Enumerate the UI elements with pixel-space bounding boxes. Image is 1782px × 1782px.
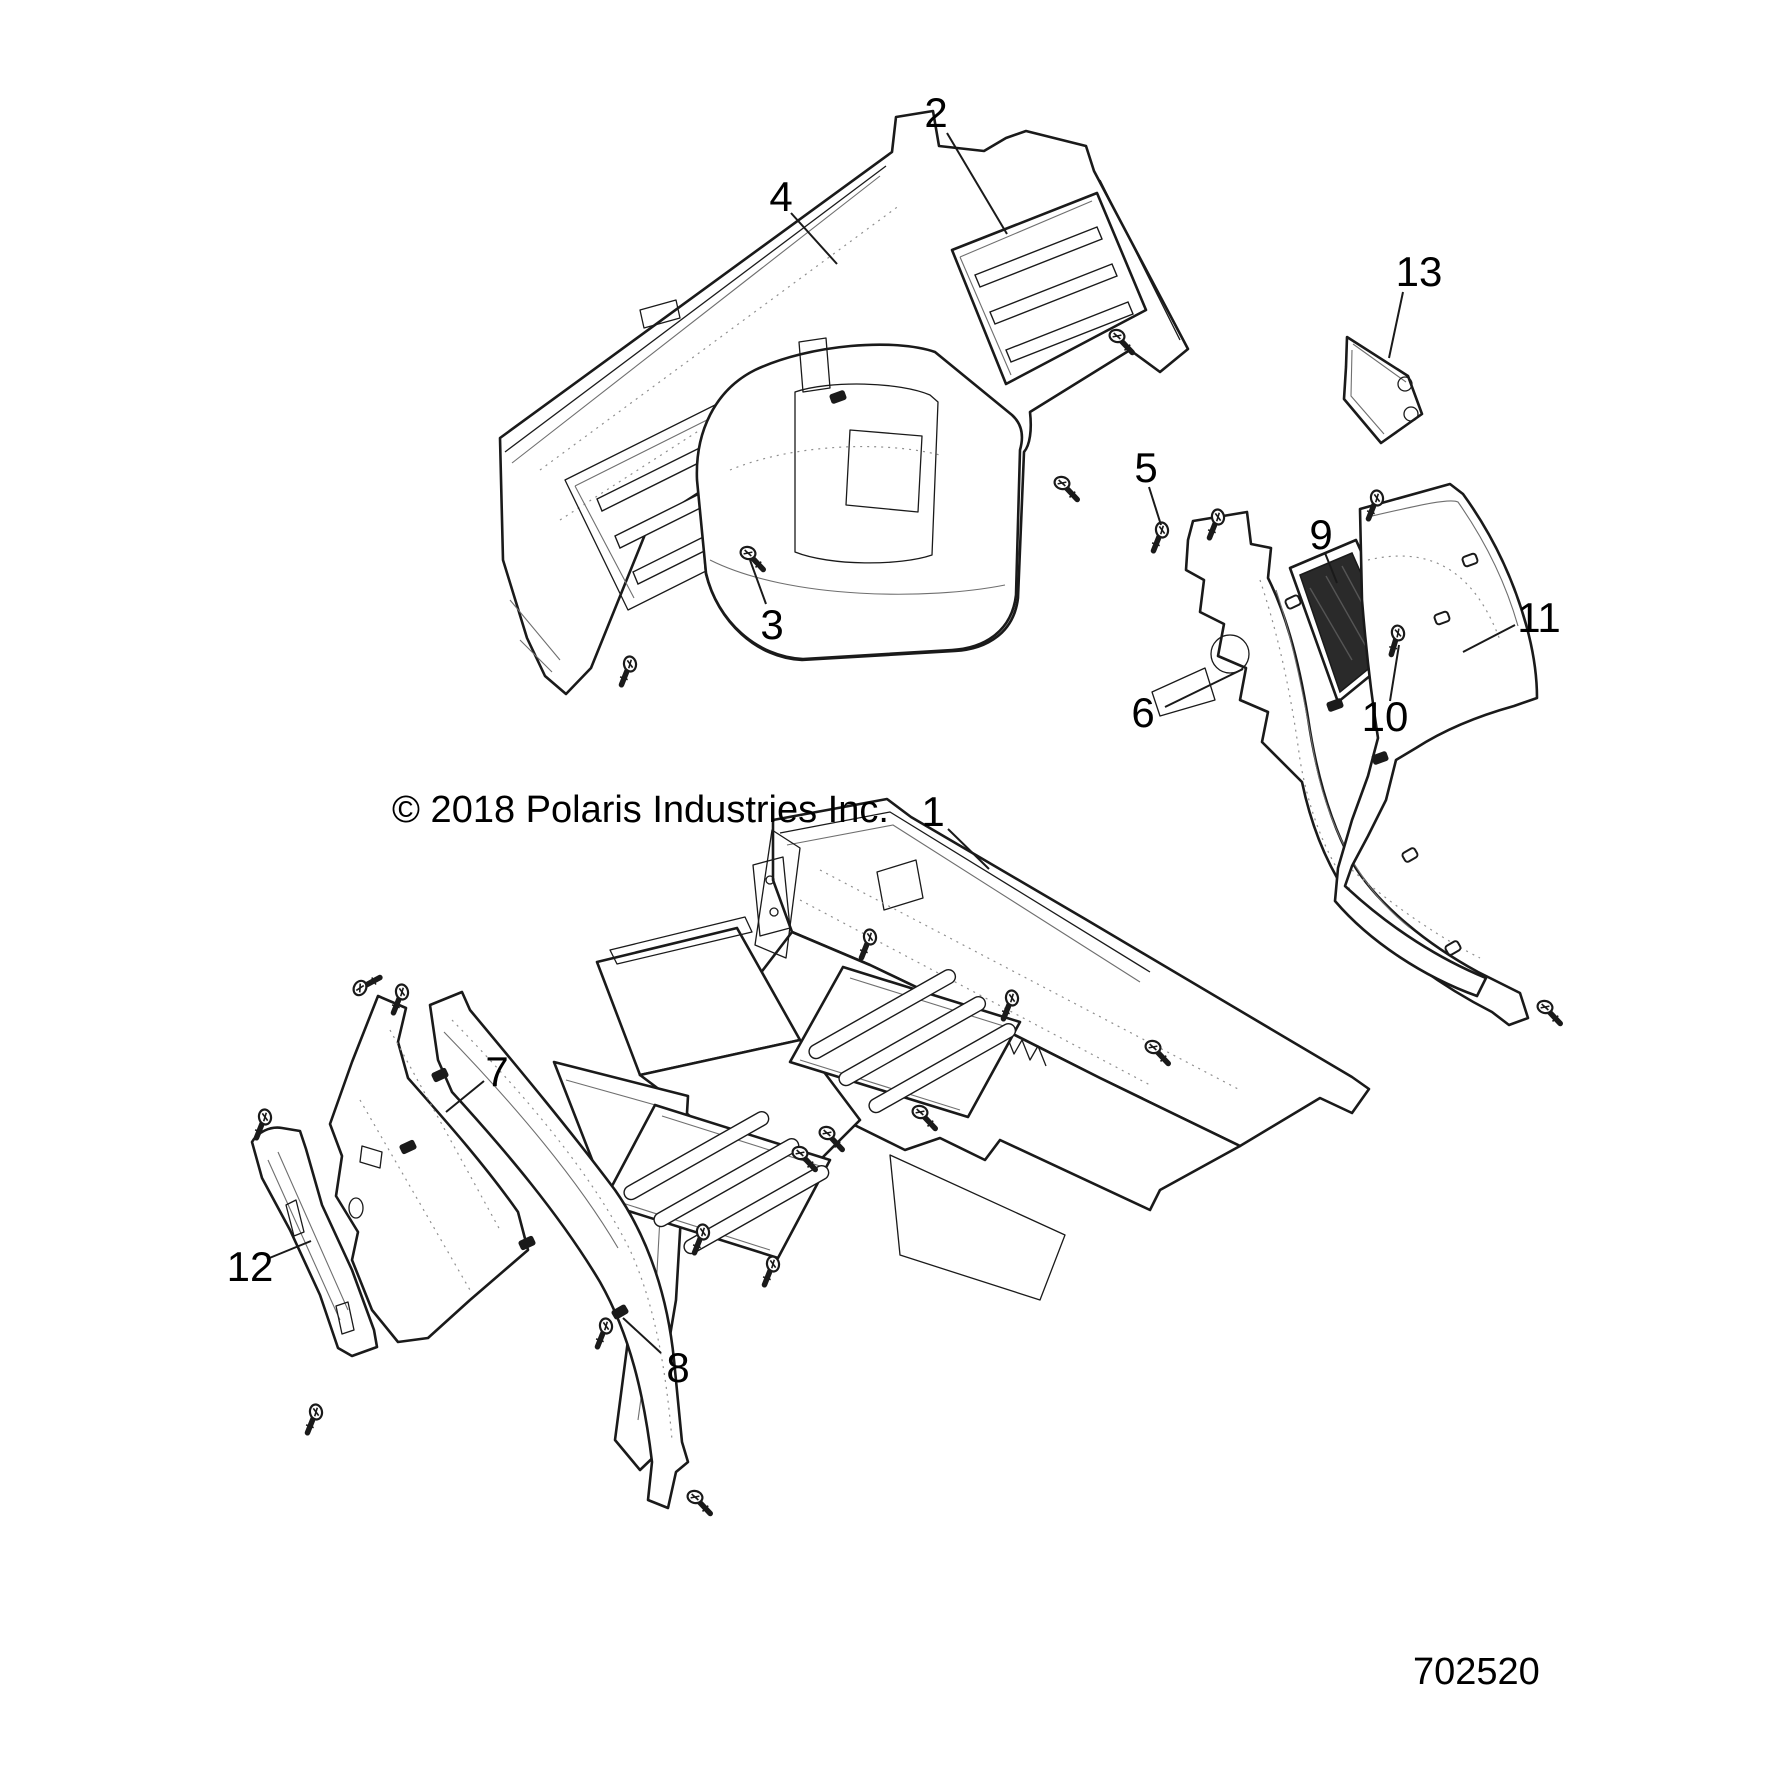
callout-label: 2 — [924, 89, 947, 136]
callout-label: 10 — [1362, 693, 1409, 740]
callout-5: 5 — [1134, 444, 1162, 526]
callout-6: 6 — [1131, 668, 1244, 736]
flange-hole — [765, 875, 775, 885]
leader-line — [947, 828, 990, 870]
vent-louver-panel-part-2 — [950, 191, 1148, 386]
cargo-box-assembly-part-1 — [552, 797, 1371, 1472]
callout-8: 8 — [622, 1317, 690, 1391]
callout-label: 8 — [666, 1344, 689, 1391]
callout-13: 13 — [1388, 248, 1443, 359]
callout-2: 2 — [924, 89, 1008, 235]
callout-label: 13 — [1396, 248, 1443, 295]
flange-hole — [769, 907, 779, 917]
callout-label: 5 — [1134, 444, 1157, 491]
leader-line — [790, 212, 838, 265]
leader-line — [1388, 291, 1404, 359]
leader-line — [749, 559, 767, 605]
callout-10: 10 — [1362, 644, 1409, 740]
leader-line — [445, 1080, 485, 1113]
left-tread-plate — [601, 1103, 832, 1260]
top-latch-tab — [639, 299, 681, 329]
access-panel-part-13 — [1342, 335, 1424, 445]
leader-line — [1462, 624, 1516, 653]
rear-panel-top-rail — [504, 165, 887, 453]
pillar-wing-notch — [1151, 667, 1216, 717]
callout-label: 11 — [1517, 594, 1561, 641]
callout-label: 7 — [485, 1048, 508, 1095]
fender-closeoff-front-part-7a — [328, 994, 530, 1344]
console-cover — [695, 337, 1024, 661]
rear-panel-right-bracket — [1099, 179, 1181, 341]
callout-label: 6 — [1131, 689, 1154, 736]
leader-line — [1324, 552, 1338, 584]
leader-line — [622, 1317, 662, 1354]
pillar-trim-part-6 — [1151, 510, 1530, 1027]
callout-11: 11 — [1462, 594, 1561, 653]
rear-panel-top-rail-inner — [511, 175, 881, 464]
callout-3: 3 — [749, 559, 784, 648]
callout-label: 3 — [760, 601, 783, 648]
leader-line — [1164, 668, 1244, 708]
box-wall-opening — [876, 859, 924, 911]
leader-line — [1389, 644, 1400, 702]
left-foot-detail — [509, 599, 561, 673]
leader-line — [266, 1240, 312, 1260]
diagram-number: 702520 — [1413, 1651, 1540, 1693]
callout-1: 1 — [921, 788, 990, 870]
panel-hidden-edge — [539, 204, 901, 521]
grommet-hole — [1210, 634, 1250, 674]
callout-12: 12 — [227, 1240, 312, 1290]
callout-9: 9 — [1309, 511, 1338, 584]
right-tread-plate — [788, 965, 1022, 1119]
side-panel-part-11 — [1333, 482, 1539, 998]
callout-label: 1 — [921, 788, 944, 835]
leader-line — [1148, 486, 1162, 526]
box-wall-rail — [779, 811, 1151, 973]
box-right-apron — [889, 1154, 1066, 1301]
box-divider — [754, 829, 801, 959]
leader-line — [946, 132, 1008, 235]
callout-label: 4 — [769, 173, 792, 220]
fender-closeoff-rear-part-7b — [428, 990, 690, 1510]
callout-label: 12 — [227, 1243, 274, 1290]
callout-label: 9 — [1309, 511, 1332, 558]
callouts: 1 2 3 4 5 6 7 8 — [227, 89, 1561, 1391]
box-left-lip — [609, 916, 753, 965]
copyright-notice: © 2018 Polaris Industries Inc. — [392, 789, 889, 831]
callout-7: 7 — [445, 1048, 509, 1113]
callout-4: 4 — [769, 173, 838, 265]
